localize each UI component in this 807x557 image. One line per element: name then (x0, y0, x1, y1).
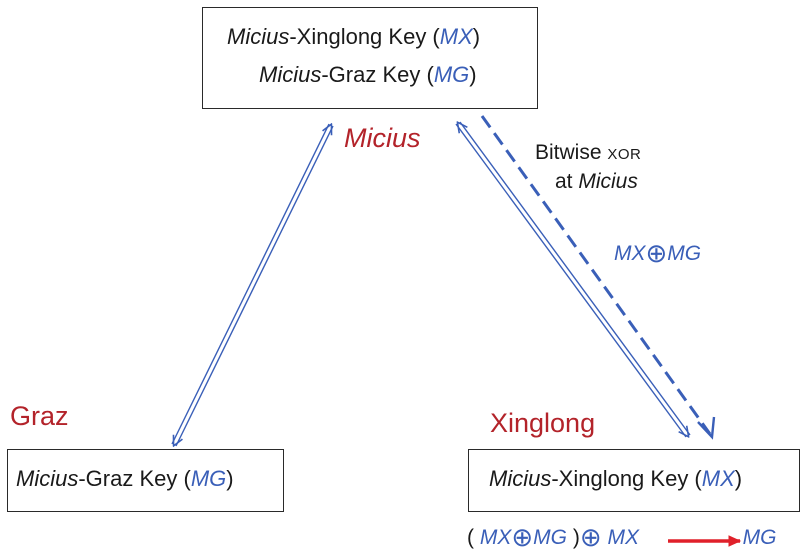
key-symbol-mg: MG (190, 466, 227, 491)
micius-graz-key-line: Micius-Graz Key (MG) (259, 62, 477, 88)
link-micius-graz (171, 124, 334, 446)
key-name-text: -Xinglong Key ( (551, 466, 702, 491)
at-site-text: Micius (578, 170, 638, 193)
key-symbol-mg: MG (667, 242, 702, 265)
key-symbol-mx: MX (479, 526, 512, 549)
site-label-graz: Graz (10, 401, 69, 431)
key-name-text: -Graz Key ( (78, 466, 191, 491)
result-key-mg: MG (742, 526, 777, 549)
xor-operator-symbol: ⊕ (645, 238, 668, 268)
key-name-text: -Graz Key ( (321, 62, 434, 87)
key-owner-text: Micius (259, 62, 322, 87)
key-symbol-mx: MX (607, 526, 639, 549)
paren-close: ) (734, 466, 743, 491)
xinglong-key-line: Micius-Xinglong Key (MX) (489, 466, 742, 492)
bitwise-text: Bitwise (535, 141, 602, 164)
key-symbol-mx: MX (701, 466, 735, 491)
bitwise-xor-note: Bitwise XOR (535, 141, 641, 165)
paren-open: ( (467, 526, 474, 549)
paren-close: ) (572, 526, 580, 549)
key-owner-text: Micius (489, 466, 552, 491)
key-symbol-mg: MG (433, 62, 470, 87)
xor-text: XOR (607, 146, 642, 163)
xinglong-key-box: Micius-Xinglong Key (MX) (468, 449, 800, 512)
paren-close: ) (469, 62, 477, 87)
key-owner-text: Micius (227, 24, 290, 49)
key-symbol-mg: MG (533, 526, 567, 549)
graz-key-box: Micius-Graz Key (MG) (7, 449, 284, 512)
xor-operator-symbol: ⊕ (579, 522, 602, 552)
link-micius-xinglong (455, 122, 691, 437)
micius-xinglong-key-line: Micius-Xinglong Key (MX) (227, 24, 480, 50)
paren-close: ) (226, 466, 234, 491)
key-owner-text: Micius (16, 466, 79, 491)
paren-close: ) (472, 24, 481, 49)
dashed-broadcast-arrow (480, 115, 716, 440)
at-text: at (555, 170, 573, 193)
xor-expression-mid: MX⊕MG (614, 240, 701, 266)
xor-operator-symbol: ⊕ (511, 522, 534, 552)
key-symbol-mx: MX (439, 24, 473, 49)
key-symbol-mx: MX (614, 242, 646, 265)
site-label-xinglong: Xinglong (490, 408, 596, 438)
micius-key-box: Micius-Xinglong Key (MX) Micius-Graz Key… (202, 7, 538, 109)
site-label-micius: Micius (344, 123, 421, 153)
key-name-text: -Xinglong Key ( (289, 24, 440, 49)
graz-key-line: Micius-Graz Key (MG) (16, 466, 234, 492)
xor-expression-bottom: ( MX⊕MG )⊕ MX MG (467, 524, 776, 550)
at-micius-note: at Micius (555, 170, 638, 194)
